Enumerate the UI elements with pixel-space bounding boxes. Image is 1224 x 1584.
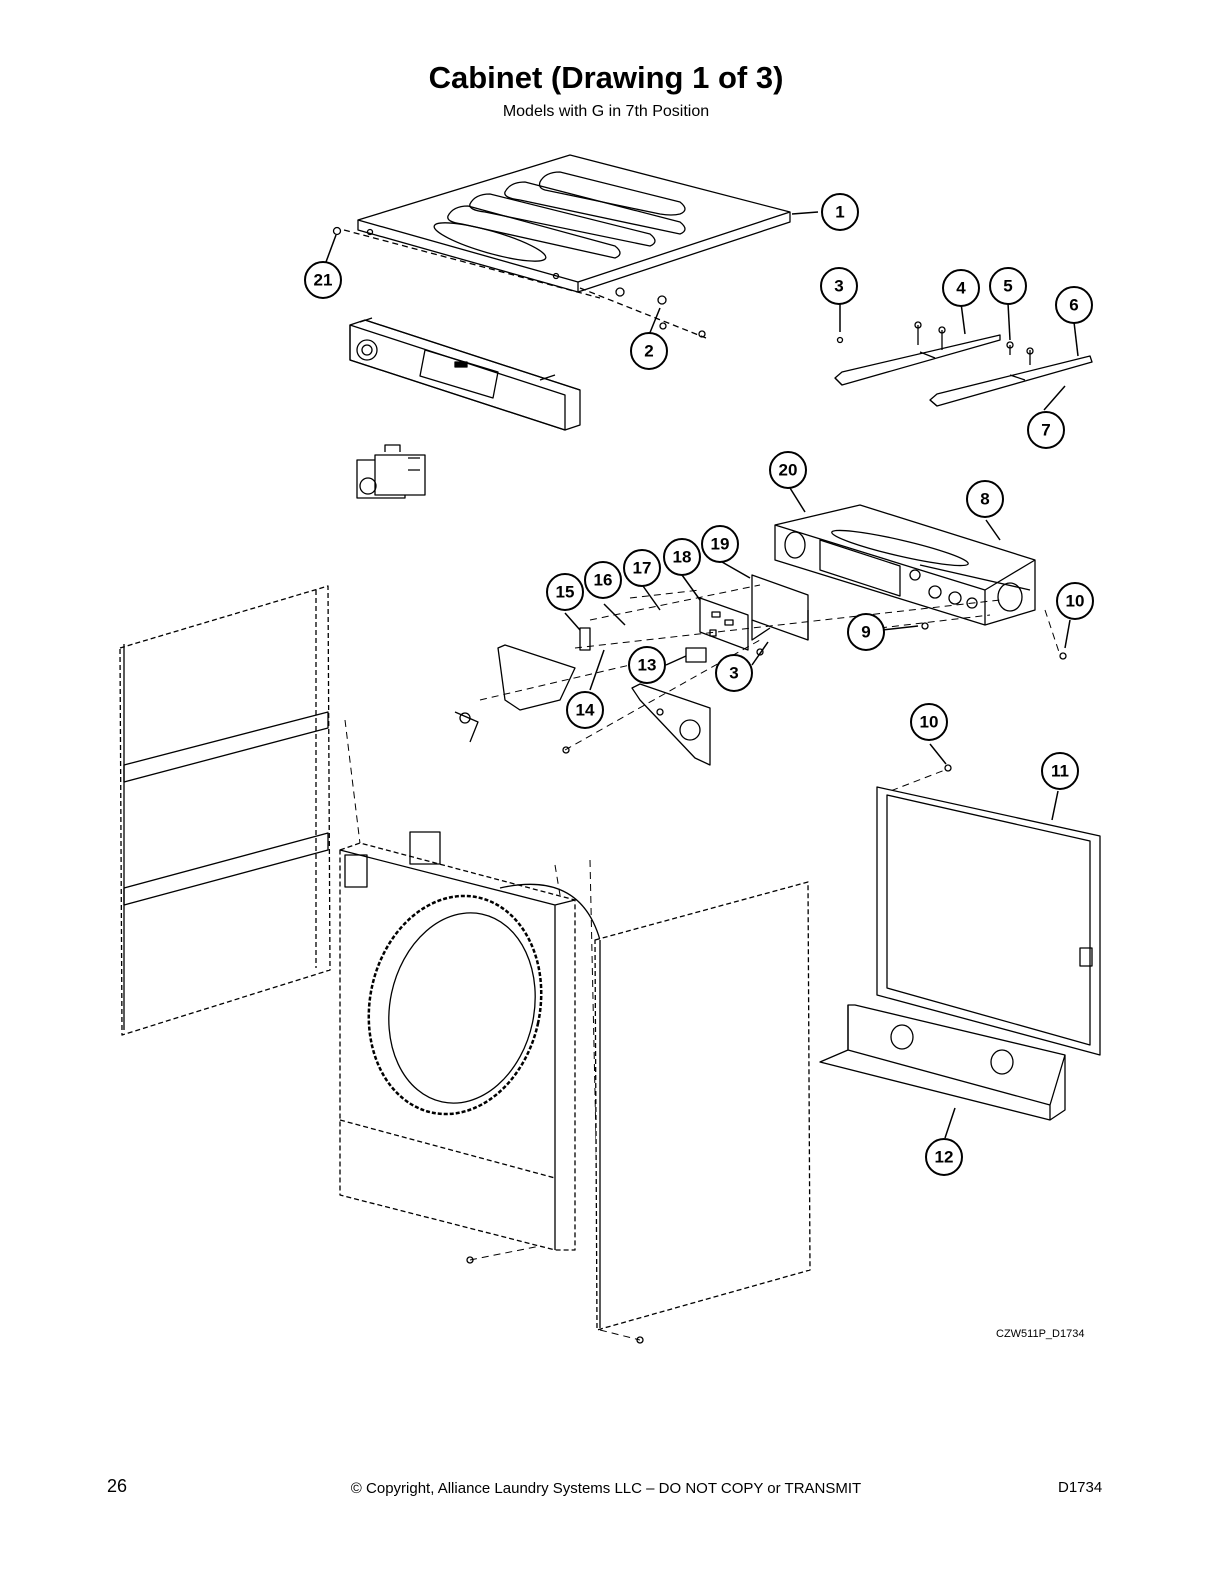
electrical-board-parts [579, 574, 809, 663]
svg-text:13: 13 [638, 656, 657, 675]
svg-text:1: 1 [835, 203, 844, 222]
callout-2: 2 [630, 332, 668, 370]
svg-text:3: 3 [834, 277, 843, 296]
callout-6: 6 [1055, 286, 1093, 324]
svg-text:15: 15 [556, 583, 575, 602]
page-number: 26 [107, 1476, 128, 1496]
svg-text:20: 20 [779, 461, 798, 480]
svg-text:14: 14 [576, 701, 595, 720]
callout-9: 9 [847, 613, 885, 651]
callout-21: 21 [304, 261, 342, 299]
copyright-notice: © Copyright, Alliance Laundry Systems LL… [350, 1480, 862, 1497]
callout-7: 7 [1027, 411, 1065, 449]
callout-3-lower: 3 [715, 654, 753, 692]
svg-text:10: 10 [1066, 592, 1085, 611]
drawing-code: CZW511P_D1734 [996, 1328, 1085, 1340]
callout-1: 1 [821, 193, 859, 231]
right-side-panel-part [594, 881, 811, 1331]
svg-text:5: 5 [1003, 277, 1012, 296]
svg-text:3: 3 [729, 664, 738, 683]
callout-12: 12 [925, 1138, 963, 1176]
back-frame-part [876, 786, 1101, 1056]
callout-5: 5 [989, 267, 1027, 305]
svg-text:4: 4 [956, 279, 966, 298]
svg-text:11: 11 [1051, 762, 1069, 781]
base-bracket-part [819, 1004, 1066, 1121]
svg-text:8: 8 [980, 490, 989, 509]
small-component-part [356, 444, 426, 499]
callout-markers: 1 2 3 4 5 6 7 20 8 19 18 17 16 15 10 9 1… [304, 193, 1094, 1176]
callout-19: 19 [701, 525, 739, 563]
svg-text:7: 7 [1041, 421, 1050, 440]
callout-4: 4 [942, 269, 980, 307]
svg-text:16: 16 [594, 571, 613, 590]
callout-3: 3 [820, 267, 858, 305]
callout-15: 15 [546, 573, 584, 611]
callout-20: 20 [769, 451, 807, 489]
svg-text:19: 19 [711, 535, 730, 554]
callout-17: 17 [623, 549, 661, 587]
svg-text:9: 9 [861, 623, 870, 642]
page-subtitle: Models with G in 7th Position [502, 103, 710, 120]
callout-10-upper: 10 [1056, 582, 1094, 620]
svg-text:10: 10 [920, 713, 939, 732]
chassis-part [774, 504, 1036, 626]
svg-text:2: 2 [644, 342, 653, 361]
page-title: Cabinet (Drawing 1 of 3) [428, 60, 784, 95]
top-cover-part [332, 154, 791, 339]
svg-text:21: 21 [314, 271, 333, 290]
callout-11: 11 [1041, 752, 1079, 790]
callout-10-lower: 10 [910, 703, 948, 741]
svg-text:6: 6 [1069, 296, 1078, 315]
document-code: D1734 [1058, 1479, 1103, 1496]
callout-18: 18 [663, 538, 701, 576]
front-panel-part [339, 831, 601, 1251]
control-panel-part [349, 317, 581, 431]
callout-13: 13 [628, 646, 666, 684]
rail-parts [834, 321, 1093, 407]
callout-14: 14 [566, 691, 604, 729]
svg-text:18: 18 [673, 548, 692, 567]
left-side-panel-part [119, 585, 331, 1036]
callout-16: 16 [584, 561, 622, 599]
lower-bracket-parts [454, 644, 711, 766]
svg-text:17: 17 [633, 559, 652, 578]
callout-8: 8 [966, 480, 1004, 518]
svg-text:12: 12 [935, 1148, 954, 1167]
